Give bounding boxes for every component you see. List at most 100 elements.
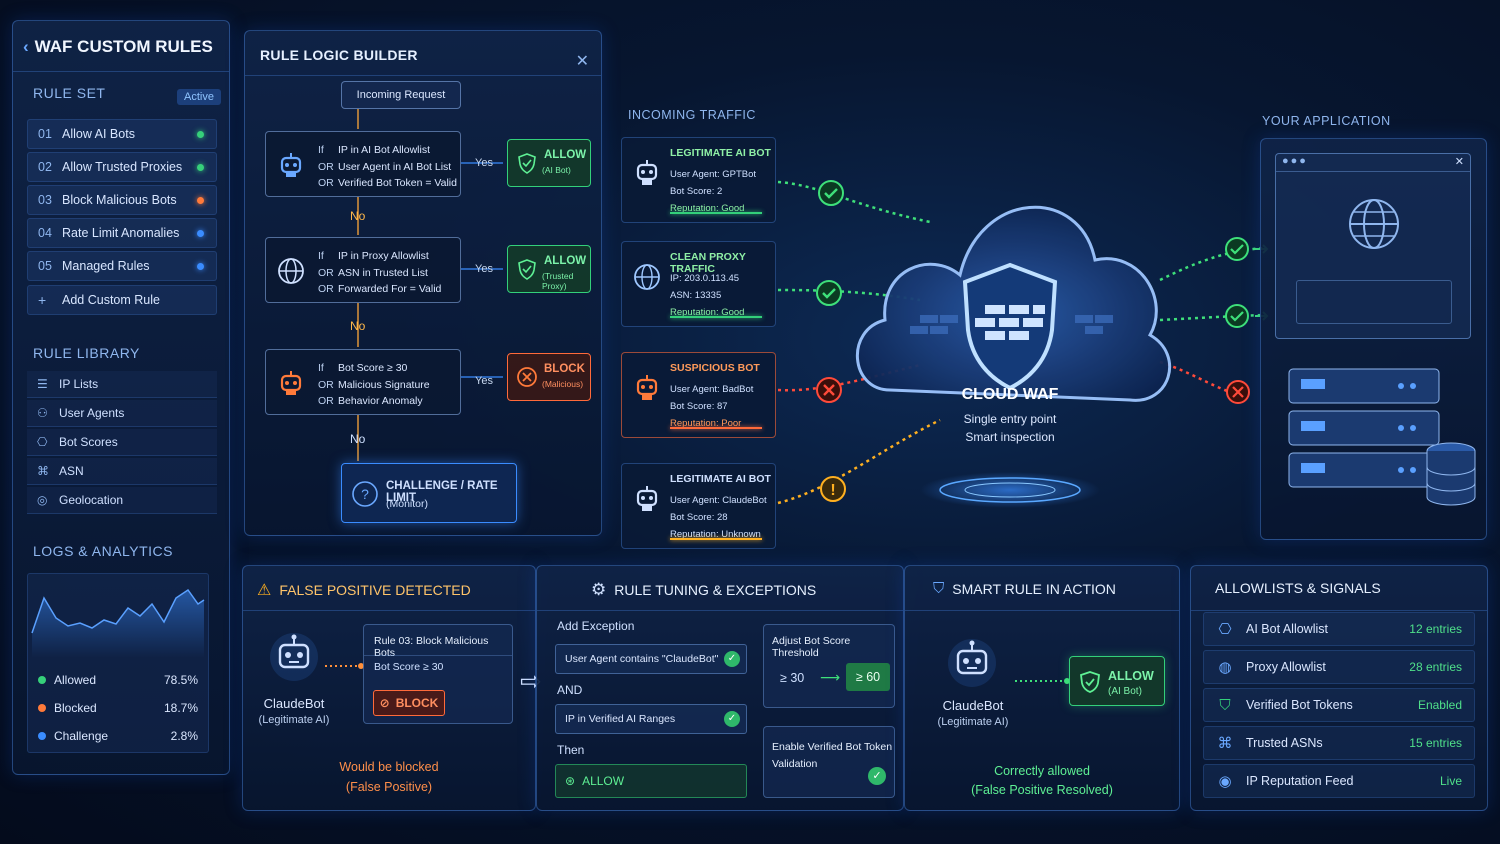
library-label: Bot Scores <box>59 435 118 449</box>
signal-value: 15 entries <box>1409 736 1462 750</box>
status-dot <box>197 262 204 270</box>
back-chevron-icon[interactable]: ‹ <box>23 37 29 56</box>
smart-rule-panel: ⛉ SMART RULE IN ACTION ClaudeBot (Legiti… <box>904 565 1180 811</box>
stat-value: 18.7% <box>163 701 198 715</box>
library-item[interactable]: ☰ IP Lists <box>27 371 217 398</box>
reputation-bar <box>670 427 762 429</box>
check-icon: ✓ <box>724 651 740 667</box>
smart-note2: (False Positive Resolved) <box>971 783 1113 797</box>
fp-bot-type: (Legitimate AI) <box>258 714 330 726</box>
traffic-line: User Agent: GPTBot <box>670 169 757 180</box>
rule-logic-builder: RULE LOGIC BUILDER ✕ Incoming Request If… <box>244 30 602 536</box>
smart-bot-name: ClaudeBot <box>942 698 1004 713</box>
fp-note1: Would be blocked <box>339 760 439 774</box>
sidebar-title: ‹WAF CUSTOM RULES <box>23 37 213 56</box>
operator-label: OR <box>318 283 334 295</box>
smart-bot-type: (Legitimate AI) <box>937 716 1009 728</box>
rule-label: Rate Limit Anomalies <box>62 226 180 240</box>
signals-title: ALLOWLISTS & SIGNALS <box>1215 580 1381 596</box>
no-label: No <box>350 209 366 223</box>
exception-action[interactable]: ⊛ALLOW <box>555 764 747 798</box>
library-item[interactable]: ◎Geolocation <box>27 487 217 514</box>
operator-label: OR <box>318 395 334 407</box>
library-item[interactable]: ⚇User Agents <box>27 400 217 427</box>
challenge-rate-limit-node[interactable]: ? CHALLENGE / RATE LIMIT (Monitor) <box>341 463 517 523</box>
signal-label: Trusted ASNs <box>1246 736 1323 750</box>
question-icon: ? <box>352 481 378 507</box>
condition-text: IP in AI Bot Allowlist <box>338 144 431 156</box>
plus-icon: + <box>38 292 47 308</box>
verdict-label: ALLOW <box>544 255 587 267</box>
application-panel: ●●● ✕ <box>1260 138 1487 540</box>
shield-check-icon <box>518 153 536 174</box>
add-exception-label: Add Exception <box>557 619 635 633</box>
warning-icon: ⚠ <box>257 582 272 599</box>
server-stack-icon <box>1288 368 1476 506</box>
traffic-line: Bot Score: 2 <box>670 186 723 197</box>
robot-icon <box>948 639 996 687</box>
library-item[interactable]: ⌘ASN <box>27 458 217 485</box>
list-icon: ☰ <box>37 377 48 391</box>
location-icon: ◎ <box>37 493 48 507</box>
gear-icon: ⚙ <box>591 580 607 599</box>
rule-number: 03 <box>38 193 52 207</box>
allow-verdict: ALLOW (Trusted Proxy) <box>507 245 591 293</box>
toggle-check-icon[interactable]: ✓ <box>868 767 886 785</box>
allow-check-icon <box>816 280 842 306</box>
threshold-to[interactable]: ≥ 60 <box>846 663 890 691</box>
shield-check-icon <box>518 259 536 280</box>
verdict-label: BLOCK <box>544 363 585 375</box>
signal-value: Enabled <box>1417 698 1462 712</box>
close-icon[interactable]: ✕ <box>1454 156 1464 168</box>
add-custom-rule-button[interactable]: + Add Custom Rule <box>27 285 217 315</box>
rule-number: 04 <box>38 226 52 240</box>
allow-icon: ⊛ <box>565 774 576 788</box>
robot-icon: ⎔ <box>1218 621 1232 638</box>
operator-label: If <box>318 362 324 374</box>
condition-text: Malicious Signature <box>338 378 430 391</box>
traffic-line: User Agent: ClaudeBot <box>670 495 767 506</box>
network-icon: ⌘ <box>37 464 49 478</box>
operator-label: If <box>318 144 324 156</box>
challenge-sub: (Monitor) <box>386 498 429 510</box>
close-icon[interactable]: ✕ <box>575 53 589 70</box>
exception-cond2[interactable]: IP in Verified AI Ranges ✓ <box>555 704 747 734</box>
condition-text: Bot Score ≥ 30 <box>338 362 408 374</box>
threshold-from: ≥ 30 <box>780 671 805 685</box>
cloud-waf-graphic <box>856 205 1172 508</box>
stat-value: 2.8% <box>170 729 198 743</box>
exception-cond1[interactable]: User Agent contains "ClaudeBot" ✓ <box>555 644 747 674</box>
cloud-waf-title: CLOUD WAF <box>961 386 1059 403</box>
verdict-sub: (Trusted Proxy) <box>542 271 574 291</box>
logs-label: LOGS & ANALYTICS <box>33 543 174 559</box>
traffic-title: LEGITIMATE AI BOT <box>670 473 771 485</box>
library-item[interactable]: ⎔Bot Scores <box>27 429 217 456</box>
rule-item[interactable]: 04 Rate Limit Anomalies <box>27 218 217 248</box>
signal-label: AI Bot Allowlist <box>1246 622 1328 636</box>
signal-icon: ◉ <box>1218 773 1232 790</box>
robot-icon <box>280 371 302 395</box>
condition-text: Forwarded For = Valid <box>338 283 442 295</box>
allow-verdict: ALLOW(AI Bot) <box>507 139 591 187</box>
library-label: IP Lists <box>59 377 99 391</box>
globe-icon: ◍ <box>1218 659 1232 676</box>
incoming-traffic-label: INCOMING TRAFFIC <box>628 108 756 122</box>
